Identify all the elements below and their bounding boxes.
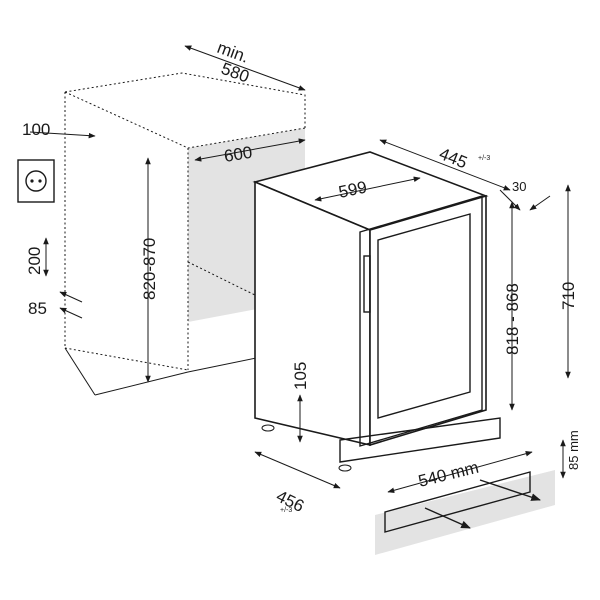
- airflow-in-arrow: [424, 507, 471, 529]
- door-frame: [359, 195, 483, 447]
- socket-side-arrow-2: [59, 307, 83, 319]
- label-unit-depth-tol: +/-3: [478, 155, 490, 162]
- door-handle: [363, 255, 371, 313]
- socket-side-arrow: [59, 291, 83, 303]
- door-glass: [377, 213, 471, 419]
- wine-cooler: [252, 151, 501, 472]
- label-door-gap: 30: [512, 179, 526, 194]
- label-vent-height: 85 mm: [566, 430, 581, 470]
- floor-line-left: [64, 347, 96, 396]
- socket-offset-arrow: [29, 131, 96, 139]
- unit-depth-arrow: [379, 139, 511, 191]
- label-unit-depth: 445: [437, 144, 470, 172]
- socket-outlet-icon: [25, 170, 47, 192]
- label-unit-height: 710: [559, 282, 578, 310]
- label-base-depth-tol: +/-3: [280, 507, 292, 514]
- label-niche-height: 820-870: [140, 238, 159, 300]
- label-vent-width: 540 mm: [416, 458, 480, 491]
- label-socket-offset: 100: [22, 120, 50, 139]
- label-socket-side: 85: [28, 299, 47, 318]
- base-depth-arrow: [254, 451, 341, 489]
- foot-left: [261, 424, 275, 432]
- door-gap-arrow-1: [499, 189, 521, 211]
- label-niche-width: 600: [223, 143, 254, 166]
- socket-plate: [17, 159, 55, 203]
- label-socket-height: 200: [25, 247, 44, 275]
- foot-front: [338, 464, 352, 472]
- niche-depth-arrow: [184, 45, 306, 91]
- label-niche-depth: 580: [219, 59, 252, 87]
- wall-socket: [17, 159, 55, 203]
- door-gap-arrow-2: [529, 195, 551, 211]
- cabinet-front: [369, 194, 487, 447]
- label-height-adjust: 818 - 868: [503, 283, 522, 355]
- ventilation-grille: [375, 470, 555, 555]
- vent-width-arrow: [387, 450, 533, 494]
- niche-width-arrow: [194, 138, 306, 162]
- label-plinth-height: 105: [291, 362, 310, 390]
